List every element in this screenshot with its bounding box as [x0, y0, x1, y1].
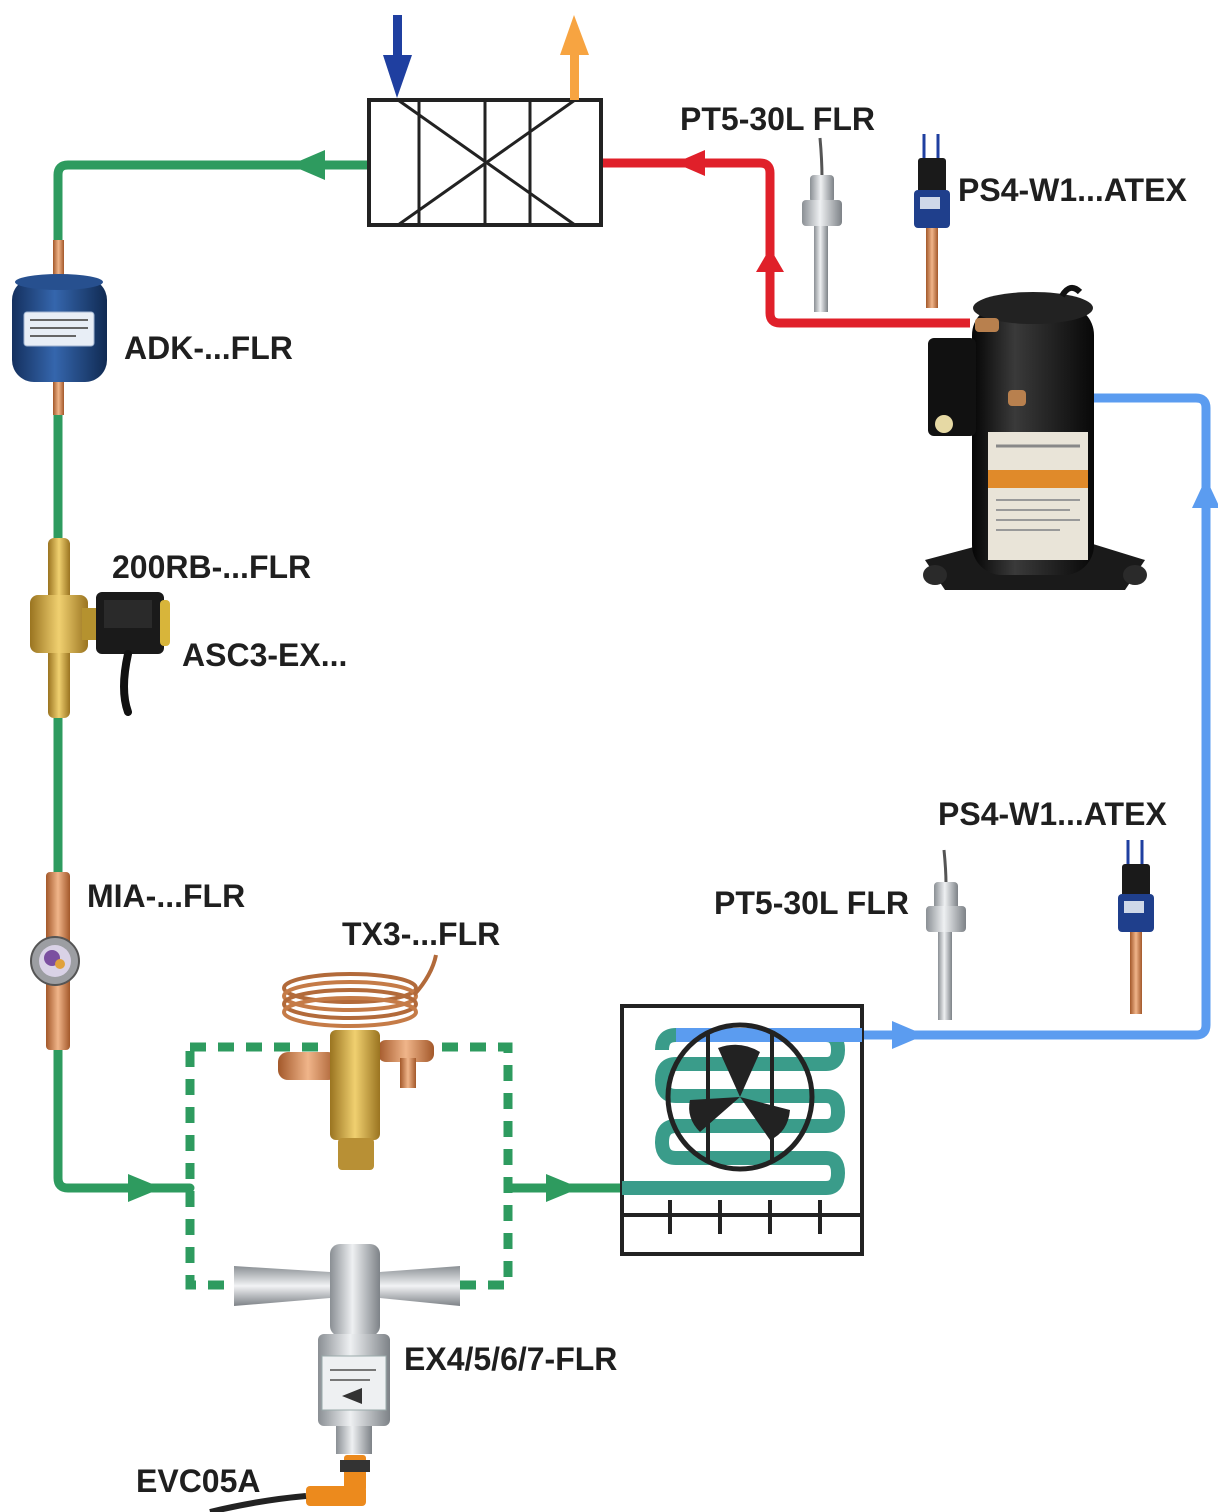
- discharge-flow-arrow-top: [675, 150, 705, 176]
- ps4-top-label: PS4-W1...ATEX: [958, 172, 1187, 208]
- pressure-transmitter-bottom-icon: [926, 849, 966, 1020]
- water-inlet-arrow-icon: [383, 15, 412, 98]
- liquid-flow-arrow-top: [290, 150, 325, 180]
- discharge-line: [600, 158, 970, 328]
- evc-label: EVC05A: [136, 1463, 261, 1499]
- suction-flow-arrow-vertical: [1192, 478, 1218, 508]
- discharge-flow-arrow-vertical: [756, 248, 784, 272]
- suction-flow-arrow-horizontal: [892, 1021, 925, 1049]
- ex-valve-label: EX4/5/6/7-FLR: [404, 1341, 618, 1377]
- solenoid-valve-icon: [30, 538, 170, 718]
- filter-drier-icon: [12, 240, 107, 415]
- electronic-expansion-valve-icon: [234, 1244, 460, 1454]
- liquid-flow-arrow-bottom-right: [546, 1174, 580, 1202]
- suction-line: [862, 393, 1211, 1040]
- thermostatic-expansion-valve-icon: [278, 954, 438, 1170]
- asc3-label: ASC3-EX...: [182, 637, 348, 673]
- water-outlet-arrow-icon: [560, 15, 589, 100]
- ps4-bottom-label: PS4-W1...ATEX: [938, 796, 1167, 832]
- tx3-label: TX3-...FLR: [342, 916, 501, 952]
- pressure-transmitter-top-icon: [802, 137, 842, 312]
- adk-label: ADK-...FLR: [124, 330, 293, 366]
- pressure-switch-bottom-icon: [1118, 840, 1154, 1014]
- rb200-label: 200RB-...FLR: [112, 549, 312, 585]
- liquid-flow-arrow-bottom-left: [128, 1174, 162, 1202]
- cable-connector-icon: [209, 1455, 370, 1512]
- heat-exchanger-icon: [367, 98, 603, 227]
- pt5-top-label: PT5-30L FLR: [680, 101, 875, 137]
- pressure-switch-top-icon: [914, 134, 950, 308]
- evaporator-fan-icon: [620, 1004, 864, 1256]
- sight-glass-icon: [30, 872, 80, 1050]
- scroll-compressor-icon: [923, 284, 1147, 590]
- mia-label: MIA-...FLR: [87, 878, 246, 914]
- pt5-bottom-label: PT5-30L FLR: [714, 885, 909, 921]
- flow-arrows: [128, 150, 1218, 1202]
